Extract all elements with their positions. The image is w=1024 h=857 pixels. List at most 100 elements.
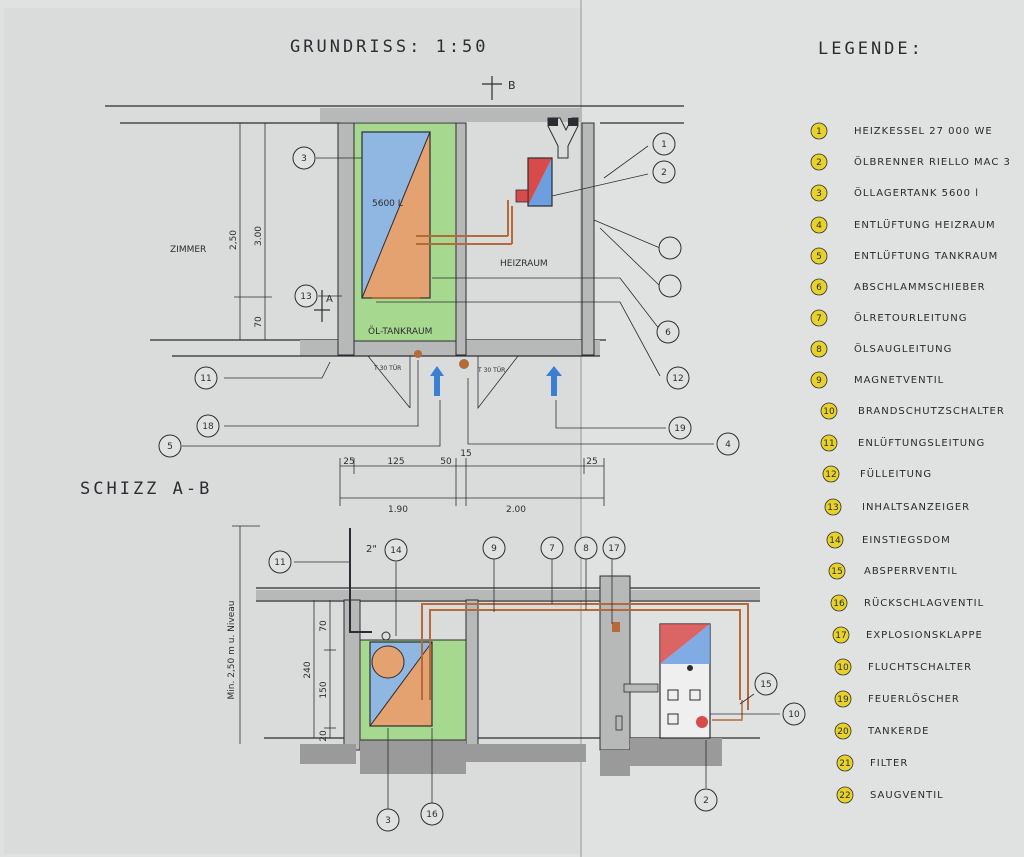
svg-text:12: 12 bbox=[672, 374, 683, 384]
svg-text:1: 1 bbox=[816, 127, 822, 137]
svg-text:19: 19 bbox=[837, 695, 849, 705]
legend-item: 17 EXPLOSIONSKLAPPE bbox=[832, 626, 983, 644]
svg-text:2: 2 bbox=[661, 168, 667, 178]
svg-text:ENTLÜFTUNG TANKRAUM: ENTLÜFTUNG TANKRAUM bbox=[854, 249, 998, 262]
svg-text:11: 11 bbox=[274, 558, 285, 568]
floor-plan: 5600 L ZIMMER HEIZRAUM ÖL-TANKRAUM B A bbox=[105, 76, 684, 515]
callout-18: 18 bbox=[196, 414, 220, 438]
svg-text:MAGNETVENTIL: MAGNETVENTIL bbox=[854, 375, 944, 386]
callout-12: 12 bbox=[666, 366, 690, 390]
callout-3-section: 3 bbox=[376, 808, 400, 832]
callout-8: 8 bbox=[574, 536, 598, 560]
legend-item: 12 FÜLLEITUNG bbox=[822, 465, 932, 483]
svg-text:EINSTIEGSDOM: EINSTIEGSDOM bbox=[862, 535, 951, 546]
svg-text:ENTLÜFTUNG HEIZRAUM: ENTLÜFTUNG HEIZRAUM bbox=[854, 218, 996, 231]
plan-leaders bbox=[182, 145, 714, 447]
legend-item: 1 HEIZKESSEL 27 000 WE bbox=[810, 122, 993, 140]
section-mark-b: B bbox=[508, 79, 516, 92]
svg-text:3: 3 bbox=[385, 816, 391, 826]
dim-h-e: 25 bbox=[586, 457, 597, 467]
dim-plan-v-total: 2,50 bbox=[229, 230, 239, 250]
svg-text:FÜLLEITUNG: FÜLLEITUNG bbox=[860, 467, 932, 480]
room-label-zimmer: ZIMMER bbox=[170, 245, 206, 255]
callout-1: 1 bbox=[652, 132, 676, 156]
svg-text:7: 7 bbox=[816, 314, 822, 324]
svg-text:18: 18 bbox=[202, 422, 214, 432]
callout-13: 13 bbox=[294, 284, 318, 308]
dim-h-a: 25 bbox=[343, 457, 354, 467]
svg-text:ÖLLAGERTANK 5600 l: ÖLLAGERTANK 5600 l bbox=[854, 186, 979, 199]
svg-text:3: 3 bbox=[301, 154, 307, 164]
door-left-label: T 30 TÜR bbox=[373, 365, 401, 372]
svg-text:8: 8 bbox=[583, 544, 589, 554]
svg-text:ENLÜFTUNGSLEITUNG: ENLÜFTUNGSLEITUNG bbox=[858, 436, 985, 449]
svg-text:FEUERLÖSCHER: FEUERLÖSCHER bbox=[868, 692, 960, 705]
svg-text:14: 14 bbox=[390, 546, 402, 556]
dim-plan-v-bottom: 70 bbox=[254, 316, 264, 328]
callout-3-plan: 3 bbox=[292, 146, 316, 170]
legend-item: 9 MAGNETVENTIL bbox=[810, 371, 944, 389]
callout-7: 7 bbox=[540, 536, 564, 560]
legend-item: 8 ÖLSAUGLEITUNG bbox=[810, 340, 952, 358]
svg-text:RÜCKSCHLAGVENTIL: RÜCKSCHLAGVENTIL bbox=[864, 596, 984, 609]
svg-text:FILTER: FILTER bbox=[870, 758, 908, 769]
title-legende: LEGENDE: bbox=[818, 39, 924, 59]
svg-text:9: 9 bbox=[491, 544, 497, 554]
callout-11-section: 11 bbox=[268, 550, 292, 574]
dim-sec-total: 240 bbox=[303, 661, 313, 678]
svg-text:ÖLRETOURLEITUNG: ÖLRETOURLEITUNG bbox=[854, 311, 967, 324]
callout-empty-1 bbox=[658, 236, 682, 260]
callout-5: 5 bbox=[158, 434, 182, 458]
svg-text:11: 11 bbox=[200, 374, 211, 384]
dim-h-b: 125 bbox=[387, 457, 404, 467]
svg-text:4: 4 bbox=[816, 221, 822, 231]
callout-17: 17 bbox=[602, 536, 626, 560]
tank-volume-label: 5600 L bbox=[372, 199, 403, 209]
legend-item: 19 FEUERLÖSCHER bbox=[834, 690, 960, 708]
svg-text:HEIZKESSEL 27 000 WE: HEIZKESSEL 27 000 WE bbox=[854, 126, 993, 137]
svg-text:17: 17 bbox=[608, 544, 619, 554]
svg-text:16: 16 bbox=[833, 599, 845, 609]
paper-left-panel bbox=[4, 8, 580, 854]
dim-h-total2: 2.00 bbox=[506, 505, 526, 515]
svg-text:ÖLBRENNER RIELLO MAC 3: ÖLBRENNER RIELLO MAC 3 bbox=[854, 155, 1011, 168]
svg-text:EXPLOSIONSKLAPPE: EXPLOSIONSKLAPPE bbox=[866, 630, 983, 641]
svg-text:FLUCHTSCHALTER: FLUCHTSCHALTER bbox=[868, 662, 972, 673]
callout-2-plan: 2 bbox=[652, 160, 676, 184]
legend-item: 4 ENTLÜFTUNG HEIZRAUM bbox=[810, 216, 996, 234]
svg-text:9: 9 bbox=[816, 376, 822, 386]
svg-text:21: 21 bbox=[839, 759, 850, 769]
callout-10-section: 10 bbox=[782, 702, 806, 726]
callout-16: 16 bbox=[420, 802, 444, 826]
title-grundriss: GRUNDRISS: 1:50 bbox=[290, 37, 489, 57]
svg-text:8: 8 bbox=[816, 345, 822, 355]
door-right-label: T 30 TÜR bbox=[477, 367, 505, 374]
dim-plan-v-inner: 3.00 bbox=[254, 226, 264, 246]
dim-h-total1: 1.90 bbox=[388, 505, 408, 515]
svg-text:1: 1 bbox=[661, 140, 667, 150]
room-label-oltankraum: ÖL-TANKRAUM bbox=[368, 326, 432, 337]
callout-2-section: 2 bbox=[694, 788, 718, 812]
svg-text:ÖLSAUGLEITUNG: ÖLSAUGLEITUNG bbox=[854, 342, 952, 355]
svg-text:12: 12 bbox=[825, 470, 836, 480]
svg-text:15: 15 bbox=[760, 680, 771, 690]
svg-text:INHALTSANZEIGER: INHALTSANZEIGER bbox=[862, 502, 970, 513]
dim-h-d: 15 bbox=[460, 449, 471, 459]
legend-item: 7 ÖLRETOURLEITUNG bbox=[810, 309, 967, 327]
dim-pipe: 2" bbox=[366, 544, 377, 555]
dim-niveau: Min. 2,50 m u. Niveau bbox=[227, 601, 237, 700]
svg-text:10: 10 bbox=[788, 710, 800, 720]
svg-text:SAUGVENTIL: SAUGVENTIL bbox=[870, 790, 944, 801]
svg-text:10: 10 bbox=[823, 407, 835, 417]
dim-sec-c: 20 bbox=[319, 730, 329, 742]
vent-arrow-left-icon bbox=[430, 366, 444, 396]
svg-text:17: 17 bbox=[835, 631, 846, 641]
